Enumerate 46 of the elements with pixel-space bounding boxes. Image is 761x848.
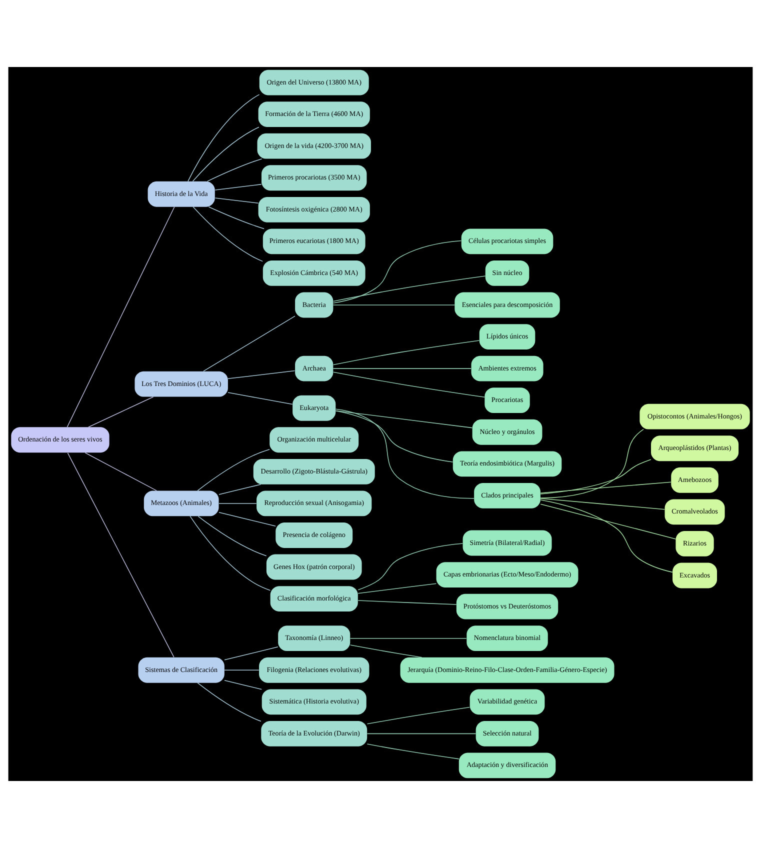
- connector: [188, 94, 260, 182]
- connector: [228, 370, 296, 380]
- connector: [540, 459, 652, 494]
- connector: [335, 410, 473, 428]
- connector: [366, 744, 460, 760]
- connector: [203, 316, 296, 372]
- connector: [358, 583, 437, 594]
- connector: [218, 484, 262, 495]
- connector: [332, 304, 456, 306]
- connector: [84, 452, 158, 492]
- connector: [540, 504, 676, 540]
- connector: [88, 396, 154, 428]
- connector: [192, 126, 260, 182]
- connector: [333, 240, 462, 304]
- connector: [540, 428, 644, 498]
- connector: [358, 600, 457, 605]
- connector: [224, 646, 278, 660]
- connector: [350, 638, 467, 639]
- connector: [218, 512, 276, 526]
- connector: [333, 340, 480, 366]
- connector: [197, 449, 270, 492]
- connector: [335, 408, 474, 499]
- connector: [333, 276, 486, 302]
- connector: [208, 206, 264, 230]
- connector: [198, 516, 267, 556]
- connector: [224, 680, 262, 690]
- connector: [366, 733, 476, 734]
- connector: [540, 499, 673, 573]
- connector: [540, 498, 665, 510]
- connector: [540, 482, 672, 494]
- connector: [218, 503, 257, 504]
- connector: [214, 184, 262, 190]
- connector: [332, 368, 472, 369]
- connector: [358, 543, 464, 590]
- connector: [192, 206, 264, 262]
- connector: [350, 644, 422, 658]
- connector: [206, 158, 262, 182]
- connector: [190, 516, 271, 591]
- connector: [214, 198, 259, 204]
- connector: [228, 392, 293, 405]
- connector: [67, 452, 174, 658]
- connector: [66, 206, 175, 428]
- connector: [197, 682, 262, 722]
- connector: [366, 706, 470, 724]
- connector: [333, 372, 485, 398]
- connector: [335, 410, 454, 462]
